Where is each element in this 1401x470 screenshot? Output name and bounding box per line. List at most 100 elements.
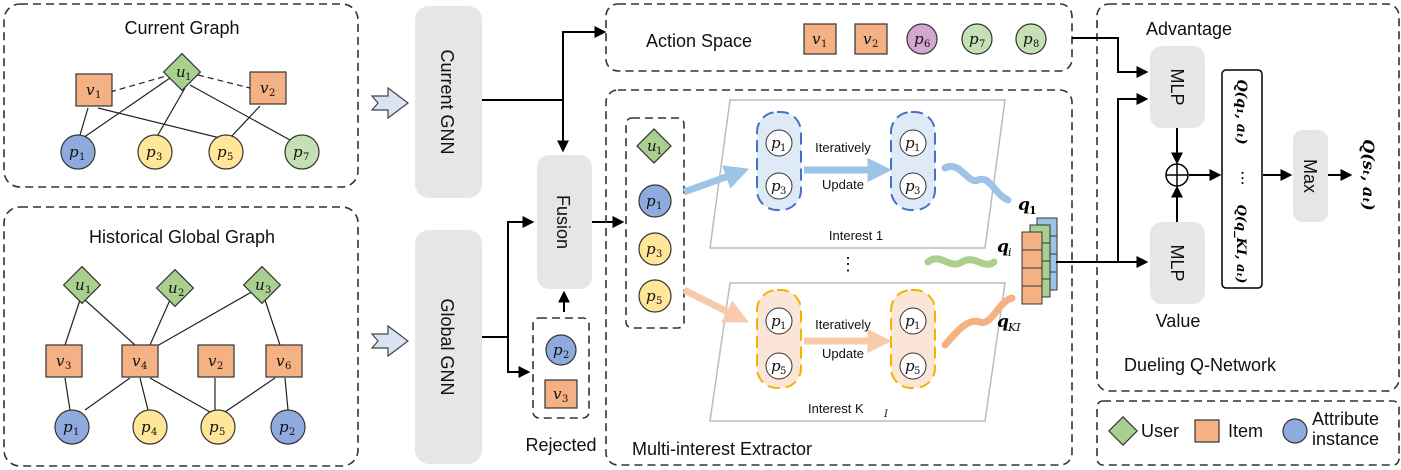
- svg-text:1: 1: [821, 39, 827, 50]
- current-graph-panel: [3, 3, 359, 188]
- svg-text:1: 1: [914, 321, 920, 332]
- q-value-last: Q(q_KI, aₜ): [1233, 205, 1248, 284]
- svg-text:p: p: [646, 192, 656, 210]
- legend-item-label: Item: [1228, 421, 1263, 441]
- svg-text:2: 2: [217, 361, 223, 372]
- extractor-panel: [605, 89, 1073, 466]
- svg-text:1: 1: [780, 143, 786, 154]
- interest-1-panel: [709, 99, 1006, 249]
- svg-text:u: u: [255, 276, 265, 294]
- interest-i-vector-wave: [924, 255, 998, 268]
- interest-k-vector-wave: [941, 294, 1016, 349]
- svg-text:3: 3: [914, 186, 920, 197]
- interest-k-panel: [709, 282, 1006, 422]
- svg-text:2: 2: [269, 88, 275, 99]
- svg-text:6: 6: [285, 361, 291, 372]
- svg-text:1: 1: [185, 72, 191, 83]
- svg-text:p: p: [771, 312, 781, 330]
- svg-text:p: p: [1023, 30, 1033, 48]
- svg-text:7: 7: [979, 39, 985, 50]
- svg-text:1: 1: [95, 90, 101, 101]
- svg-text:p: p: [69, 143, 79, 161]
- svg-text:6: 6: [924, 39, 930, 50]
- interest-1-vector-wave: [941, 162, 1012, 204]
- svg-text:7: 7: [303, 152, 309, 163]
- max-label: Max: [1300, 159, 1320, 193]
- svg-text:2: 2: [563, 350, 569, 361]
- value-label: Value: [1156, 311, 1201, 331]
- value-mlp-box: [1150, 222, 1205, 304]
- legend-user-label: User: [1141, 421, 1179, 441]
- svg-text:4: 4: [141, 361, 147, 372]
- svg-text:v: v: [276, 352, 285, 370]
- svg-text:u: u: [176, 63, 186, 81]
- svg-text:1: 1: [656, 201, 662, 212]
- svg-text:p: p: [553, 341, 563, 359]
- svg-text:3: 3: [780, 186, 786, 197]
- extractor-input-box: [625, 117, 685, 329]
- svg-text:p: p: [914, 30, 924, 48]
- legend-panel: [1096, 400, 1400, 466]
- svg-text:p: p: [771, 357, 781, 375]
- svg-text:v: v: [553, 385, 562, 403]
- svg-text:1: 1: [914, 143, 920, 154]
- legend-attribute-icon: [1282, 418, 1308, 444]
- qi-label: q i: [997, 237, 1012, 259]
- svg-text:p: p: [905, 357, 915, 375]
- svg-text:p: p: [209, 418, 219, 436]
- current-gnn-box: [415, 6, 482, 198]
- svg-text:u: u: [75, 276, 85, 294]
- current-graph-edges: [79, 74, 291, 141]
- connection-arrows: [482, 26, 625, 378]
- svg-text:3: 3: [265, 285, 271, 296]
- svg-text:1: 1: [1029, 204, 1037, 217]
- q-output-label: Q(sₜ, aₜ): [1359, 139, 1378, 210]
- advantage-mlp-box: [1150, 46, 1205, 128]
- interest-k-iteratively: Iteratively: [815, 317, 871, 332]
- svg-text:p: p: [905, 134, 915, 152]
- interest-1-update: Update: [822, 177, 864, 192]
- q-values-box: [1221, 69, 1263, 289]
- legend-attribute-label-1: Attribute: [1312, 409, 1379, 429]
- svg-text:v: v: [812, 30, 821, 48]
- svg-text:p: p: [279, 418, 289, 436]
- svg-text:1: 1: [79, 152, 85, 163]
- svg-text:Interest K: Interest K: [808, 401, 864, 416]
- svg-text:p: p: [771, 134, 781, 152]
- svg-text:p: p: [969, 30, 979, 48]
- fusion-box: [537, 155, 592, 289]
- interest-k-label: Interest K I: [808, 401, 889, 420]
- svg-text:5: 5: [780, 366, 786, 377]
- svg-text:I: I: [883, 409, 889, 420]
- svg-text:1: 1: [780, 321, 786, 332]
- svg-text:2: 2: [289, 427, 295, 438]
- flow-arrow-interest-1: [682, 165, 750, 196]
- legend-user-icon: [1108, 416, 1138, 446]
- svg-text:8: 8: [1033, 39, 1039, 50]
- interest-dots: ⋮: [839, 254, 857, 274]
- svg-text:q: q: [997, 237, 1009, 257]
- svg-text:p: p: [905, 312, 915, 330]
- svg-text:p: p: [905, 177, 915, 195]
- interest-1-iteratively: Iteratively: [815, 140, 871, 155]
